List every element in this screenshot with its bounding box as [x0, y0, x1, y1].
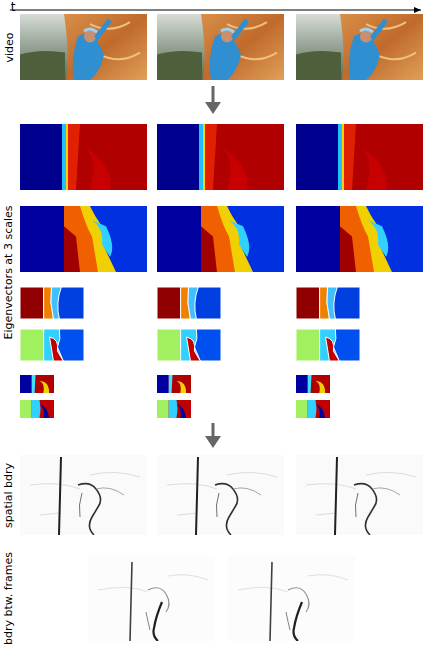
eigenvectors-scale-2 [20, 287, 360, 361]
eigenvectors-scale-3 [20, 375, 330, 418]
row-label: bdry btw. frames [4, 551, 15, 644]
row-label: spatial bdry [4, 462, 15, 527]
eigenvectors-scale-1 [20, 124, 423, 272]
row-label: Eigenvectors at 3 scales [4, 205, 15, 339]
flow-arrow [205, 86, 221, 114]
video-frames [20, 14, 423, 80]
flow-arrow [205, 423, 221, 448]
time-label: t [11, 1, 16, 13]
time-axis [10, 10, 421, 11]
row-label: video [4, 32, 15, 62]
spatial-boundaries [20, 455, 423, 535]
frame-boundaries [88, 556, 355, 641]
